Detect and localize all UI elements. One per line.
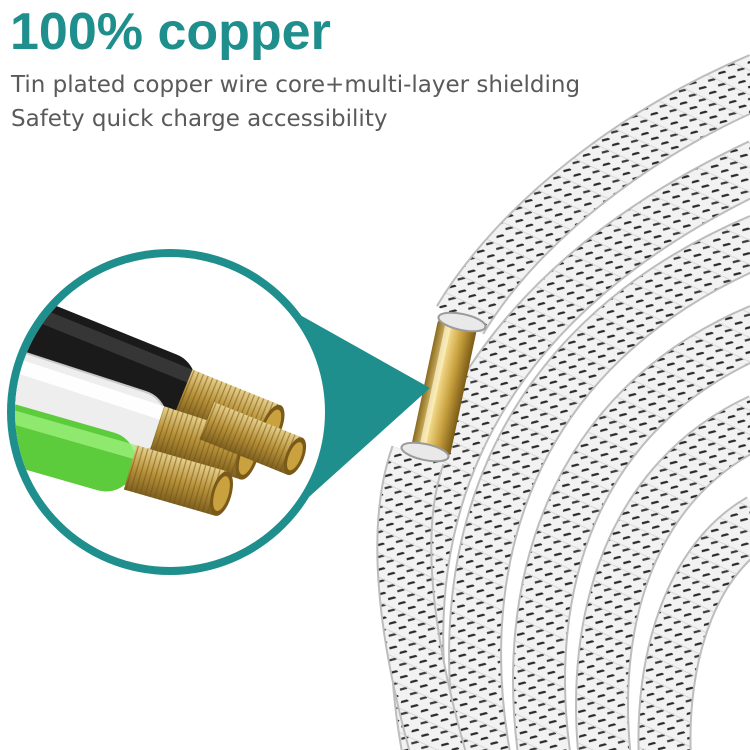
braided-cable-coil — [376, 54, 750, 750]
headline: 100% copper — [10, 3, 331, 61]
wire-core-closeup — [7, 249, 333, 575]
feature-line-1: Tin plated copper wire core+multi-layer … — [11, 72, 581, 98]
feature-line-2: Safety quick charge accessibility — [11, 106, 388, 132]
green-wire — [15, 386, 233, 516]
bare-copper-strand — [199, 402, 307, 476]
callout-pointer — [300, 315, 430, 505]
exposed-copper-core — [400, 311, 487, 463]
